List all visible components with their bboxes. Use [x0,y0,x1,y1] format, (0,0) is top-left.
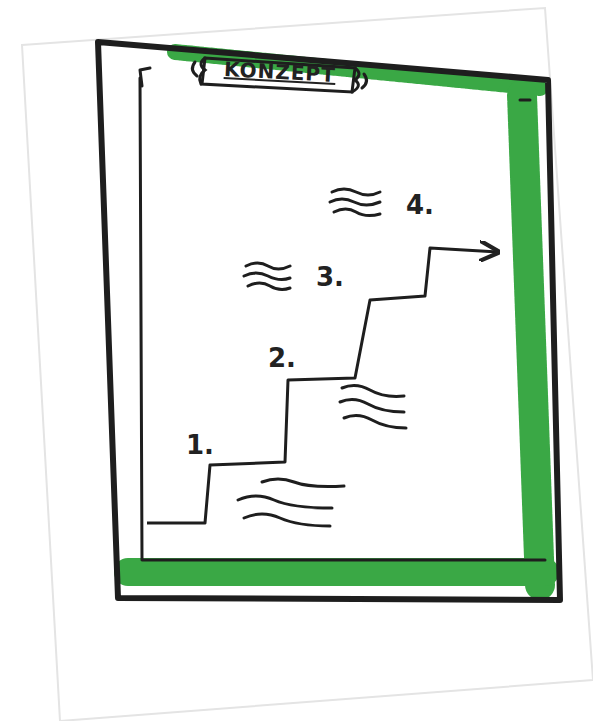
step-number: 4. [406,190,434,220]
paper-card [22,8,593,721]
card-frame [98,42,560,600]
green-shading [128,52,545,585]
title-banner [192,58,366,92]
text-squiggles [238,189,406,526]
step-number: 1. [186,430,214,460]
step-number: 2. [268,343,296,373]
step-number: 3. [316,262,344,292]
staircase-arrow [147,248,498,523]
